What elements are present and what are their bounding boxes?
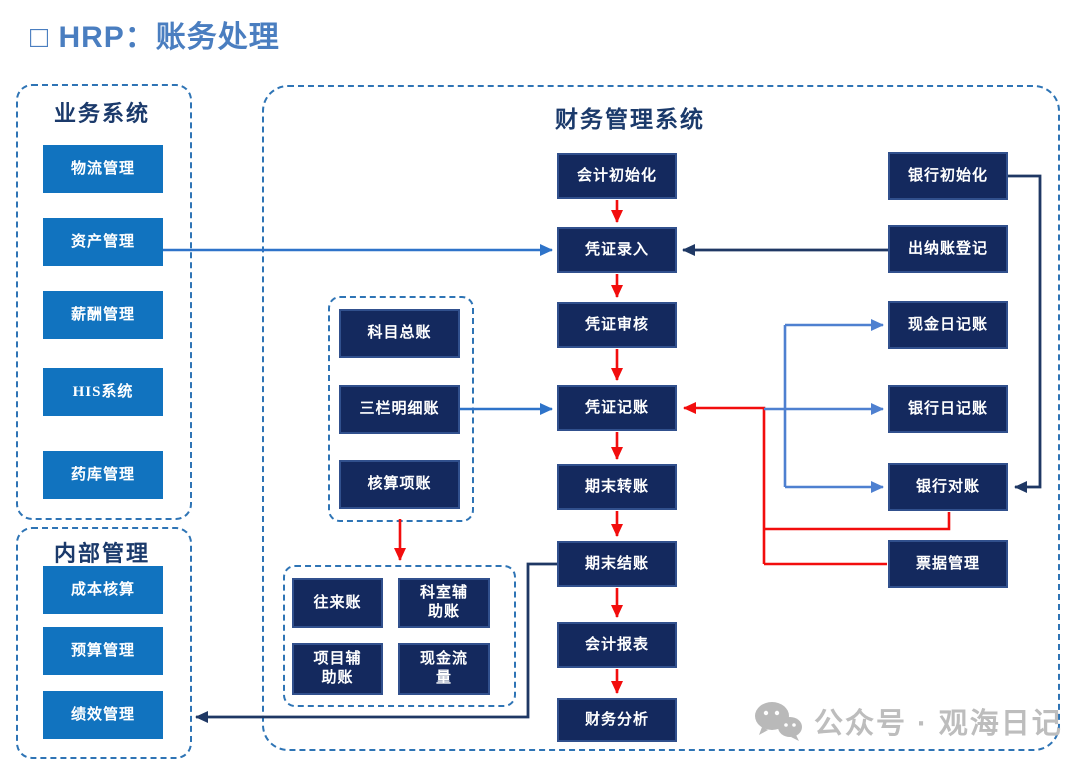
node-budget-mgmt: 预算管理 [43,627,163,675]
page-title: □ HRP：账务处理 [30,21,280,54]
node-performance-mgmt: 绩效管理 [43,691,163,739]
node-voucher-review: 凭证审核 [557,302,677,348]
node-voucher-entry: 凭证录入 [557,227,677,273]
node-accounting-initialization: 会计初始化 [557,153,677,199]
node-subject-general-ledger: 科目总账 [339,309,460,358]
node-period-end-closing: 期末结账 [557,541,677,587]
node-voucher-posting: 凭证记账 [557,385,677,431]
finance-mgmt-panel [262,85,1060,751]
watermark-text: 公众号 · 观海日记 [814,708,1063,740]
business-systems-panel-title: 业务系统 [53,101,150,126]
node-dept-auxiliary-ledger: 科室辅助账 [398,578,490,628]
node-financial-analysis: 财务分析 [557,698,677,742]
node-cost-accounting: 成本核算 [43,566,163,614]
node-bank-initialization: 银行初始化 [888,152,1008,200]
wechat-icon [755,702,802,741]
node-current-accounts: 往来账 [292,578,383,628]
node-cash-flow: 现金流量 [398,643,490,695]
node-project-auxiliary-ledger: 项目辅助账 [292,643,383,695]
node-pharmacy-mgmt: 药库管理 [43,451,163,499]
node-period-end-transfer: 期末转账 [557,464,677,510]
watermark: 公众号 · 观海日记 [752,696,1072,746]
node-cashier-register: 出纳账登记 [888,225,1008,273]
node-accounting-item-ledger: 核算项账 [339,460,460,509]
node-logistics-mgmt: 物流管理 [43,145,163,193]
business-systems-panel [16,84,192,520]
node-bill-management: 票据管理 [888,540,1008,588]
node-asset-mgmt: 资产管理 [43,218,163,266]
node-three-column-ledger: 三栏明细账 [339,385,460,434]
internal-mgmt-panel-title: 内部管理 [53,541,150,566]
node-bank-journal: 银行日记账 [888,385,1008,433]
node-bank-reconciliation: 银行对账 [888,463,1008,511]
node-cash-journal: 现金日记账 [888,301,1008,349]
node-his-system: HIS系统 [43,368,163,416]
node-accounting-reports: 会计报表 [557,622,677,668]
internal-mgmt-panel [16,527,192,759]
finance-mgmt-panel-title: 财务管理系统 [555,107,705,132]
node-salary-mgmt: 薪酬管理 [43,291,163,339]
